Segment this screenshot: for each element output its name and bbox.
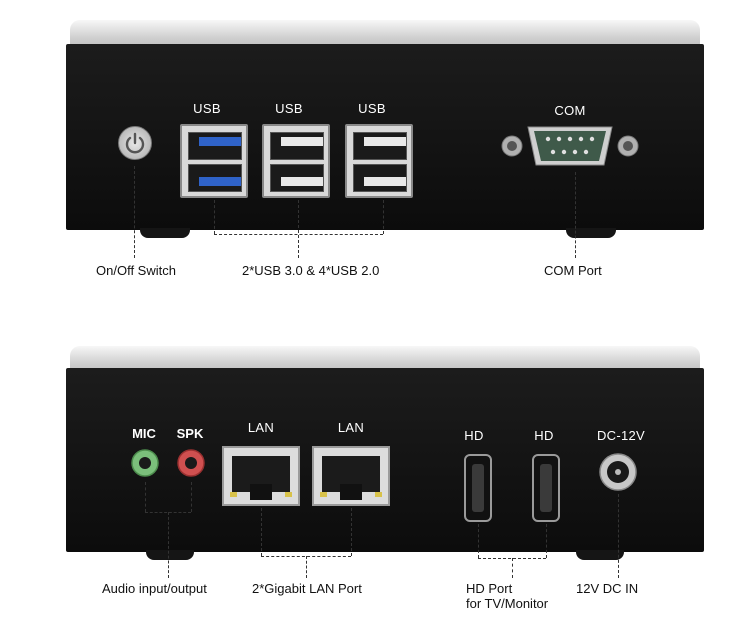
- com-leader: [575, 172, 576, 258]
- mic-jack-icon[interactable]: [130, 448, 160, 478]
- lan-port-2[interactable]: [312, 446, 390, 506]
- bottom-foot-left: [146, 550, 194, 560]
- dc-label: DC-12V: [596, 428, 646, 443]
- usb-port-group-1[interactable]: [180, 124, 248, 198]
- lan-label-1: LAN: [247, 420, 275, 435]
- power-leader: [134, 166, 135, 258]
- hd-label-2: HD: [534, 428, 554, 443]
- usb-label-1: USB: [193, 101, 221, 116]
- hd-label-1: HD: [464, 428, 484, 443]
- dc-caption: 12V DC IN: [576, 581, 639, 596]
- lan-port-1[interactable]: [222, 446, 300, 506]
- usb-leader-3: [383, 200, 384, 234]
- usb-leader-2: [298, 200, 299, 258]
- usb-port-group-2[interactable]: [262, 124, 330, 198]
- hd-leader-down: [512, 558, 513, 578]
- com-port-icon[interactable]: [498, 121, 642, 171]
- spk-label: SPK: [176, 426, 204, 441]
- audio-leader-down: [168, 512, 169, 578]
- lan-caption: 2*Gigabit LAN Port: [252, 581, 362, 596]
- hd-leader-2: [546, 524, 547, 558]
- power-caption: On/Off Switch: [96, 263, 176, 278]
- lan-leader-2: [351, 508, 352, 556]
- lan-label-2: LAN: [337, 420, 365, 435]
- audio-caption: Audio input/output: [102, 581, 207, 596]
- usb-label-3: USB: [358, 101, 386, 116]
- spk-jack-icon[interactable]: [176, 448, 206, 478]
- top-foot-left: [140, 228, 190, 238]
- power-button[interactable]: [118, 126, 152, 160]
- hdmi-port-1[interactable]: [464, 454, 492, 522]
- top-foot-right: [566, 228, 616, 238]
- hd-caption: HD Port for TV/Monitor: [466, 581, 548, 611]
- usb-leader-1: [214, 200, 215, 234]
- lan-leader-down: [306, 556, 307, 578]
- dc-jack-icon[interactable]: [598, 452, 638, 492]
- lan-leader-1: [261, 508, 262, 556]
- power-icon: [125, 132, 145, 154]
- mic-label: MIC: [132, 426, 156, 441]
- audio-leader-mic: [145, 482, 146, 512]
- usb-label-2: USB: [275, 101, 303, 116]
- usb-port-group-3[interactable]: [345, 124, 413, 198]
- com-label: COM: [554, 103, 586, 118]
- usb-caption: 2*USB 3.0 & 4*USB 2.0: [242, 263, 380, 278]
- hd-caption-line1: HD Port: [466, 581, 513, 596]
- hd-caption-line2: for TV/Monitor: [466, 596, 549, 611]
- com-caption: COM Port: [544, 263, 602, 278]
- dc-leader: [618, 494, 619, 578]
- bottom-foot-right: [576, 550, 624, 560]
- hdmi-port-2[interactable]: [532, 454, 560, 522]
- audio-leader-spk: [191, 482, 192, 512]
- hd-leader-1: [478, 524, 479, 558]
